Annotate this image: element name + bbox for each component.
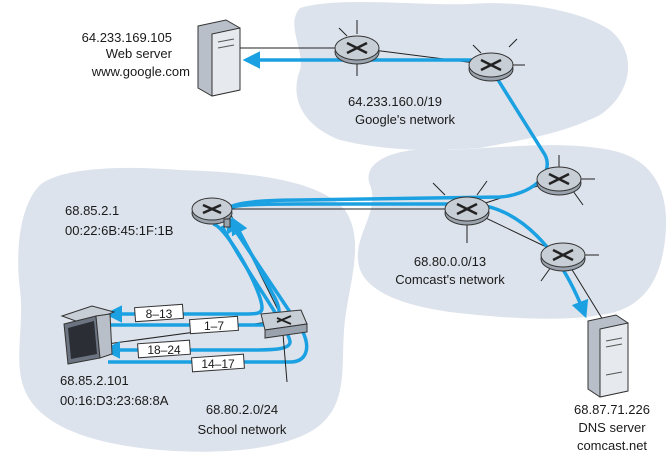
laptop-label: 68.85.2.101 00:16:D3:23:68:8A	[60, 373, 169, 408]
dns-server-host: comcast.net	[577, 438, 647, 453]
router-comcast-central	[432, 180, 490, 243]
google-network-label: 64.233.160.0/19 Google's network	[348, 94, 456, 127]
school-network-cloud	[18, 167, 356, 452]
switch	[260, 309, 308, 383]
web-server-role: Web server	[106, 46, 173, 61]
google-network-cloud	[294, 1, 629, 150]
router-google-1	[327, 20, 380, 76]
router-comcast-north	[536, 155, 595, 206]
gateway-router-label: 68.85.2.1 00:22:6B:45:1F:1B	[65, 203, 173, 238]
laptop-mac: 00:16:D3:23:68:8A	[60, 393, 169, 408]
gateway-router-mac: 00:22:6B:45:1F:1B	[65, 223, 173, 238]
gateway-router-ip: 68.85.2.1	[65, 203, 119, 218]
school-network-prefix: 68.80.2.0/24	[206, 402, 278, 417]
web-server-host: www.google.com	[91, 64, 190, 79]
dns-server-role: DNS server	[578, 420, 646, 435]
svg-text:8–13: 8–13	[146, 307, 173, 321]
comcast-network-name: Comcast's network	[395, 272, 505, 287]
laptop-icon	[60, 305, 116, 365]
dns-server-icon	[587, 314, 629, 398]
school-network-name: School network	[198, 422, 287, 437]
web-server-label: 64.233.169.105 Web server www.google.com	[82, 30, 190, 79]
web-server-ip: 64.233.169.105	[82, 30, 172, 45]
school-network-label: 68.80.2.0/24 School network	[198, 402, 287, 437]
google-network-prefix: 64.233.160.0/19	[348, 94, 442, 109]
comcast-network-label: 68.80.0.0/13 Comcast's network	[395, 254, 505, 287]
router-google-2	[468, 38, 525, 82]
flow-18-24	[102, 225, 292, 359]
comcast-network-prefix: 68.80.0.0/13	[414, 254, 486, 269]
comcast-network-cloud	[357, 145, 667, 319]
step-label-14-17: 14–17	[191, 353, 245, 373]
gateway-router	[191, 197, 233, 228]
svg-text:14–17: 14–17	[201, 357, 235, 371]
svg-text:18–24: 18–24	[147, 343, 181, 357]
router-comcast-dns	[540, 242, 599, 282]
svg-text:1–7: 1–7	[204, 319, 224, 333]
step-label-8-13: 8–13	[134, 303, 184, 323]
dns-server-ip: 68.87.71.226	[574, 402, 650, 417]
dns-server-label: 68.87.71.226 DNS server comcast.net	[574, 402, 650, 453]
google-network-name: Google's network	[355, 112, 456, 127]
web-server-icon	[197, 19, 241, 97]
step-label-18-24: 18–24	[137, 339, 191, 359]
laptop-ip: 68.85.2.101	[60, 373, 129, 388]
step-label-1-7: 1–7	[189, 315, 239, 335]
